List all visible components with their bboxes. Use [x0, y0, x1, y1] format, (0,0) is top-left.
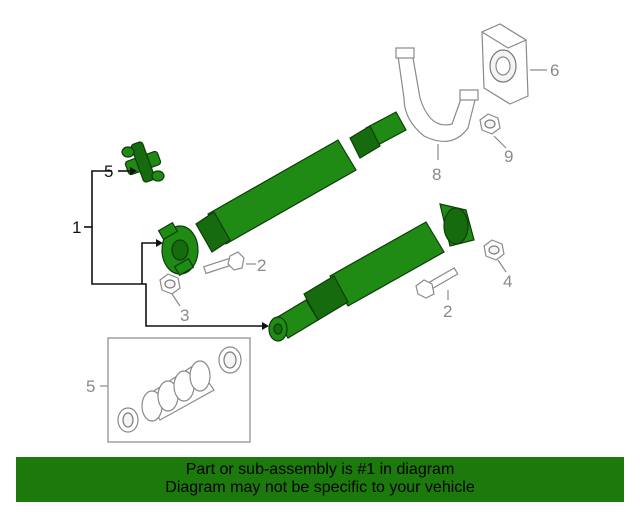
part-6-universal-joint[interactable]	[121, 141, 165, 183]
part-8-bracket[interactable]	[395, 47, 479, 143]
leader-4	[497, 259, 507, 273]
banner-line-1: Part or sub-assembly is #1 in diagram	[185, 461, 455, 478]
callout-3[interactable]: 3	[180, 306, 189, 325]
lower-drive-shaft[interactable]	[268, 203, 475, 342]
leader-3	[171, 293, 181, 307]
leader-9	[493, 135, 507, 149]
part-4-nut[interactable]	[483, 239, 505, 261]
part-9-nut[interactable]	[479, 113, 501, 135]
part-2-bolt-upper[interactable]	[203, 251, 245, 275]
callout-4[interactable]: 4	[503, 272, 512, 291]
callout-2a[interactable]: 2	[257, 256, 266, 275]
callout-5-label[interactable]: 5	[86, 377, 95, 396]
part-5-boot-kit[interactable]	[107, 337, 251, 443]
callout-8[interactable]: 8	[432, 165, 441, 184]
part-2-bolt-lower[interactable]	[415, 267, 459, 299]
callout-7[interactable]: 6	[550, 61, 559, 80]
callout-9[interactable]: 9	[504, 147, 513, 166]
upper-drive-shaft[interactable]	[157, 111, 407, 277]
callout-1[interactable]: 1	[72, 218, 81, 237]
parts-diagram: 6 8 9 5 1 2	[72, 23, 559, 443]
leader-1	[91, 170, 156, 285]
callout-2b[interactable]: 2	[443, 302, 452, 321]
part-3-nut[interactable]	[159, 273, 181, 295]
part-7-bearing-support[interactable]	[480, 23, 529, 105]
info-banner: Part or sub-assembly is #1 in diagram Di…	[16, 457, 624, 502]
banner-line-2: Diagram may not be specific to your vehi…	[165, 479, 475, 496]
